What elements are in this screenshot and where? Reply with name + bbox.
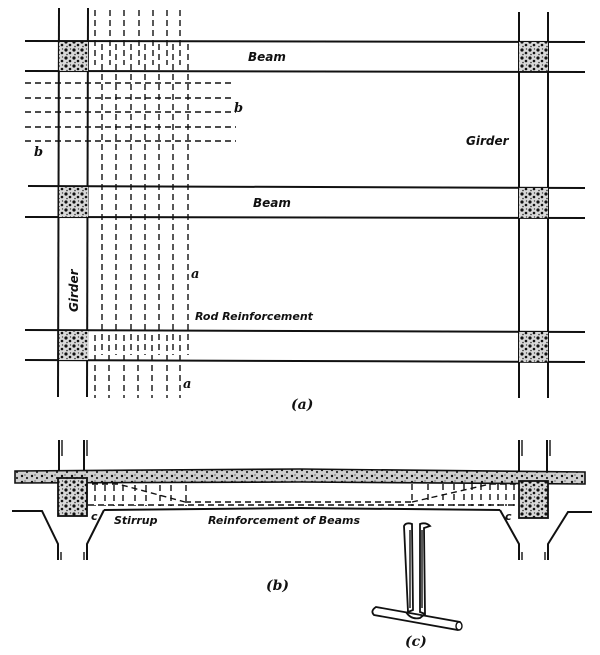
caption-c: (c) — [405, 634, 427, 650]
column-stub-right — [518, 440, 551, 471]
girder-section-left — [57, 477, 88, 517]
label-section-b-right: b — [234, 101, 243, 116]
section-view: c c Stirrup Reinforcement of Beams (b) — [12, 440, 592, 594]
label-rod-reinforcement: Rod Reinforcement — [195, 310, 314, 323]
label-section-a-top: a — [191, 267, 199, 282]
column — [59, 331, 88, 360]
column — [59, 187, 88, 217]
caption-a: (a) — [291, 397, 313, 413]
rod-reinforcement-set-1 — [94, 10, 181, 65]
stirrups-right — [411, 484, 515, 506]
rod-reinforcement-set-3 — [94, 335, 181, 398]
column — [519, 188, 548, 218]
label-section-a-bottom: a — [183, 377, 191, 392]
stirrup-leg-left — [403, 522, 414, 614]
beam-bottom-line — [103, 506, 501, 511]
label-point-c-left: c — [91, 510, 98, 523]
beam-bottom — [24, 329, 586, 363]
rod-reinforcement-set-2 — [101, 44, 189, 355]
slab-rods-horizontal — [25, 82, 236, 142]
column — [519, 332, 548, 362]
label-beam-top: Beam — [248, 50, 286, 64]
label-reinforcement-of-beams: Reinforcement of Beams — [208, 514, 360, 527]
label-girder-left: Girder — [67, 268, 81, 312]
label-beam-middle: Beam — [253, 196, 291, 210]
lower-column-right-outer — [547, 511, 592, 560]
lower-column-left — [12, 510, 59, 560]
column — [519, 42, 548, 71]
caption-b: (b) — [266, 578, 289, 594]
girder-section-right — [518, 480, 549, 519]
beam-middle — [24, 185, 586, 219]
stirrups-left — [94, 485, 187, 506]
label-stirrup: Stirrup — [114, 514, 158, 527]
label-girder-right: Girder — [466, 134, 510, 148]
lower-column-left-inner — [86, 509, 105, 560]
floor-slab — [14, 468, 586, 485]
reinforcement-bar-bent-left — [92, 483, 186, 503]
plan-view: Beam Beam Girder Girder Rod Reinforcemen… — [24, 7, 586, 413]
column-stub-left — [58, 440, 88, 471]
lower-column-right — [499, 509, 520, 560]
beam-top — [24, 40, 586, 73]
rod-end — [455, 621, 463, 631]
stirrup-wrap — [405, 611, 426, 620]
column — [59, 42, 88, 71]
label-section-b-left: b — [34, 145, 43, 160]
stirrup-detail: (c) — [371, 522, 463, 650]
label-point-c-right: c — [505, 510, 512, 523]
